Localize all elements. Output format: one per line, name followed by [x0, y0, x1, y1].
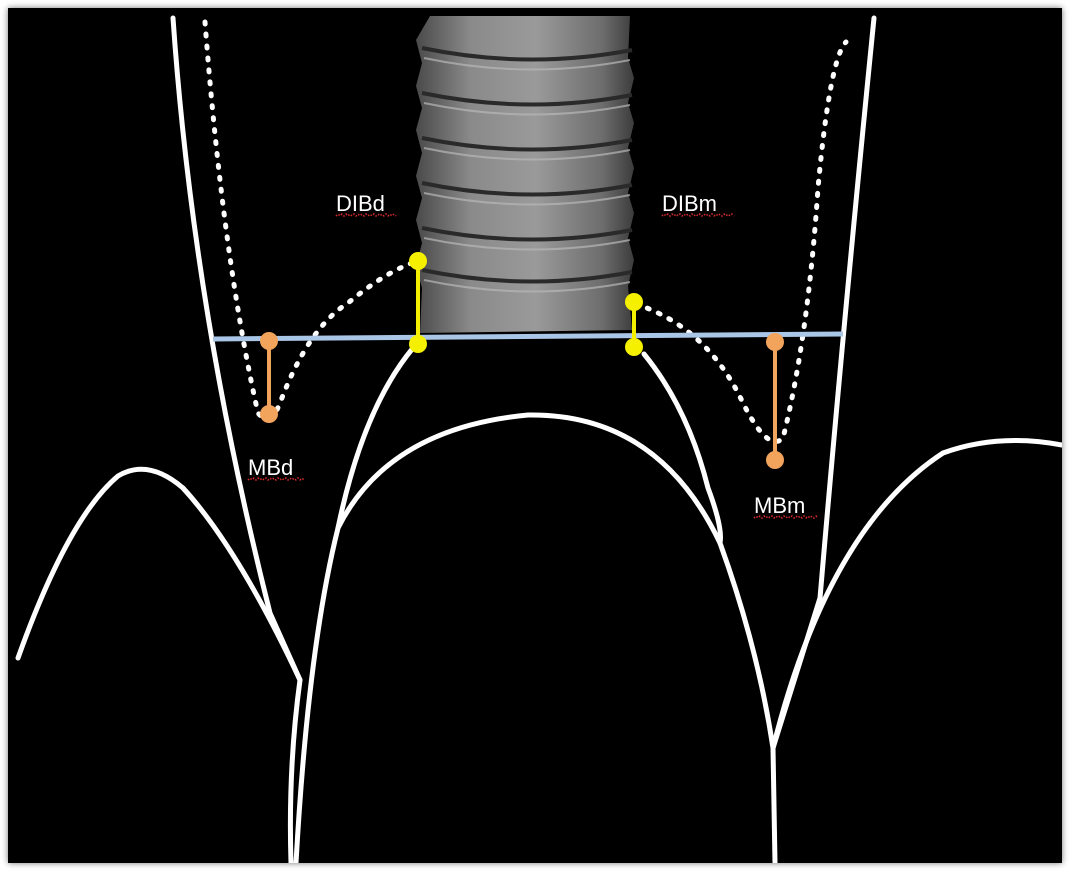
mb-distal-measure — [260, 332, 278, 423]
right-root-inner-line — [644, 354, 721, 543]
right-root-outer-line — [773, 18, 874, 748]
right-crest-arc — [773, 441, 1062, 749]
mb-distal-top-marker — [260, 332, 278, 350]
dib-mesial-top-marker — [625, 293, 643, 311]
dib-mesial-bottom-marker — [625, 338, 643, 356]
implant-shoulder-reference-line — [213, 334, 843, 339]
mesial-bone-contour — [636, 42, 846, 441]
mb-mesial-measure — [766, 333, 784, 469]
left-root-inner-line — [296, 348, 413, 863]
left-crest-arc — [18, 469, 300, 863]
dib-distal-bottom-marker — [409, 335, 427, 353]
peri-implant-bone-diagram: DIBd DIBm MBd MBm — [8, 8, 1062, 863]
mb-distal-bottom-marker — [260, 405, 278, 423]
distal-bone-contour — [205, 22, 418, 419]
mb-mesial-bottom-marker — [766, 451, 784, 469]
label-mbd: MBd — [248, 455, 293, 480]
label-mbm: MBm — [754, 493, 805, 518]
implant — [416, 16, 634, 333]
mb-mesial-top-marker — [766, 333, 784, 351]
central-crest-arc — [338, 415, 775, 863]
label-dibm: DIBm — [662, 191, 717, 216]
diagram-frame: DIBd DIBm MBd MBm — [8, 8, 1062, 863]
dib-distal-top-marker — [409, 252, 427, 270]
left-root-outer-line — [173, 18, 300, 680]
label-dibd: DIBd — [336, 191, 385, 216]
